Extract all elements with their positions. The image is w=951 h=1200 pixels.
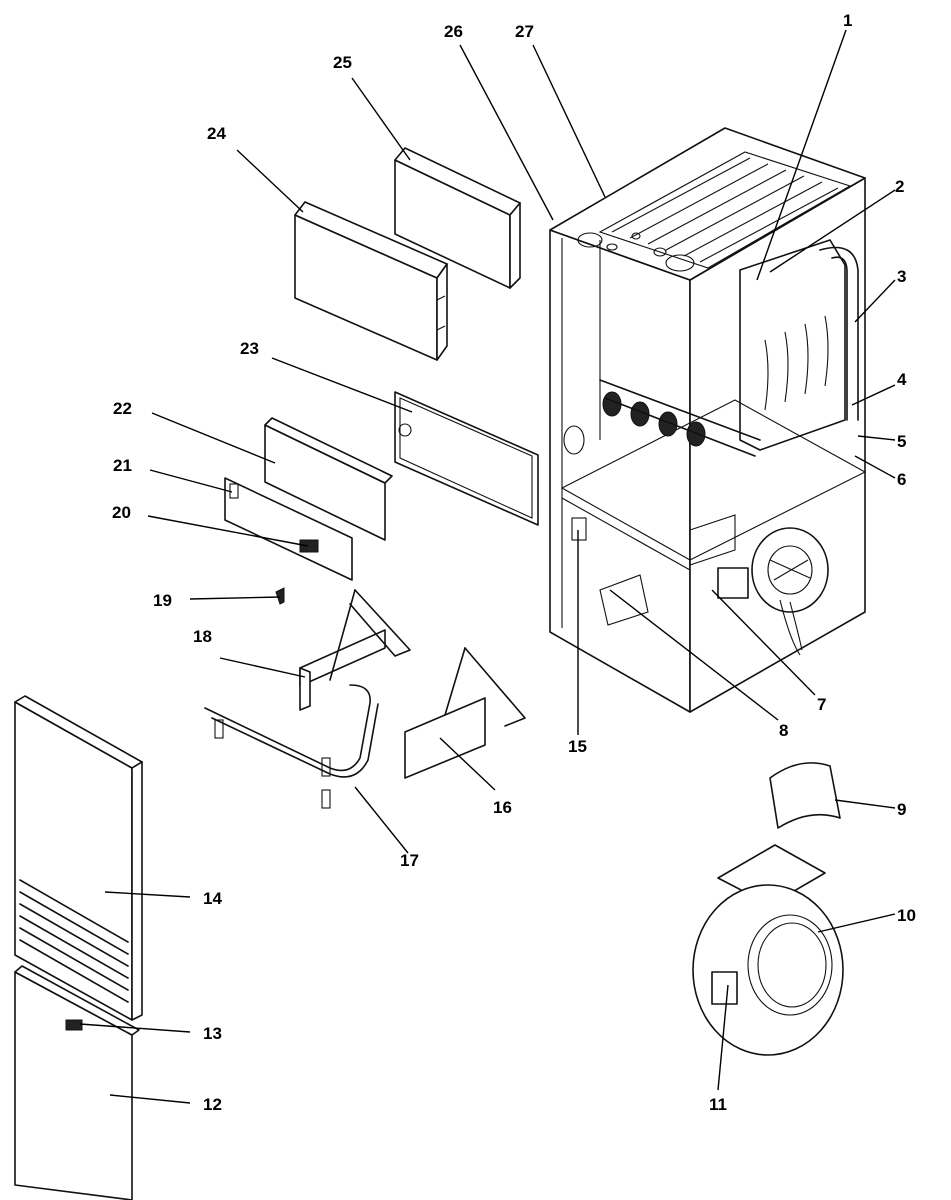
part-17-rail xyxy=(204,684,379,809)
part-18-bracket xyxy=(299,589,411,711)
callout-labels: 1 2 3 4 5 6 7 8 9 10 11 12 13 14 15 16 1… xyxy=(112,11,916,1114)
callout-26: 26 xyxy=(444,22,463,41)
callout-10: 10 xyxy=(897,906,916,925)
callout-25: 25 xyxy=(333,53,352,72)
part-19-clip xyxy=(275,587,285,605)
callout-11: 11 xyxy=(709,1095,727,1114)
callout-16: 16 xyxy=(493,798,512,817)
part-22-panel xyxy=(264,417,393,541)
callout-18: 18 xyxy=(193,627,212,646)
part-9-cutoff xyxy=(769,762,841,829)
part-16-bracket xyxy=(404,647,526,779)
callout-22: 22 xyxy=(113,399,132,418)
callout-13: 13 xyxy=(203,1024,222,1043)
callout-21: 21 xyxy=(113,456,132,475)
callout-24: 24 xyxy=(207,124,226,143)
callout-9: 9 xyxy=(897,800,906,819)
callout-15: 15 xyxy=(568,737,587,756)
callout-27: 27 xyxy=(515,22,534,41)
callout-12: 12 xyxy=(203,1095,222,1114)
callout-5: 5 xyxy=(897,432,906,451)
callout-20: 20 xyxy=(112,503,131,522)
callout-6: 6 xyxy=(897,470,906,489)
callout-8: 8 xyxy=(779,721,788,740)
part-10-blower xyxy=(692,844,844,1056)
callout-1: 1 xyxy=(843,11,852,30)
callout-14: 14 xyxy=(203,889,222,908)
callout-3: 3 xyxy=(897,267,906,286)
callout-7: 7 xyxy=(817,695,826,714)
part-25-panel xyxy=(394,147,521,289)
callout-2: 2 xyxy=(895,177,904,196)
callout-19: 19 xyxy=(153,591,172,610)
leader-lines xyxy=(79,29,896,1104)
callout-23: 23 xyxy=(240,339,259,358)
part-12-lower-door xyxy=(14,965,140,1200)
part-14-upper-door xyxy=(14,695,143,1021)
callout-17: 17 xyxy=(400,851,419,870)
furnace-cabinet xyxy=(549,127,867,713)
callout-4: 4 xyxy=(897,370,907,389)
part-24-panel xyxy=(294,201,448,361)
part-23-panel xyxy=(394,391,539,526)
